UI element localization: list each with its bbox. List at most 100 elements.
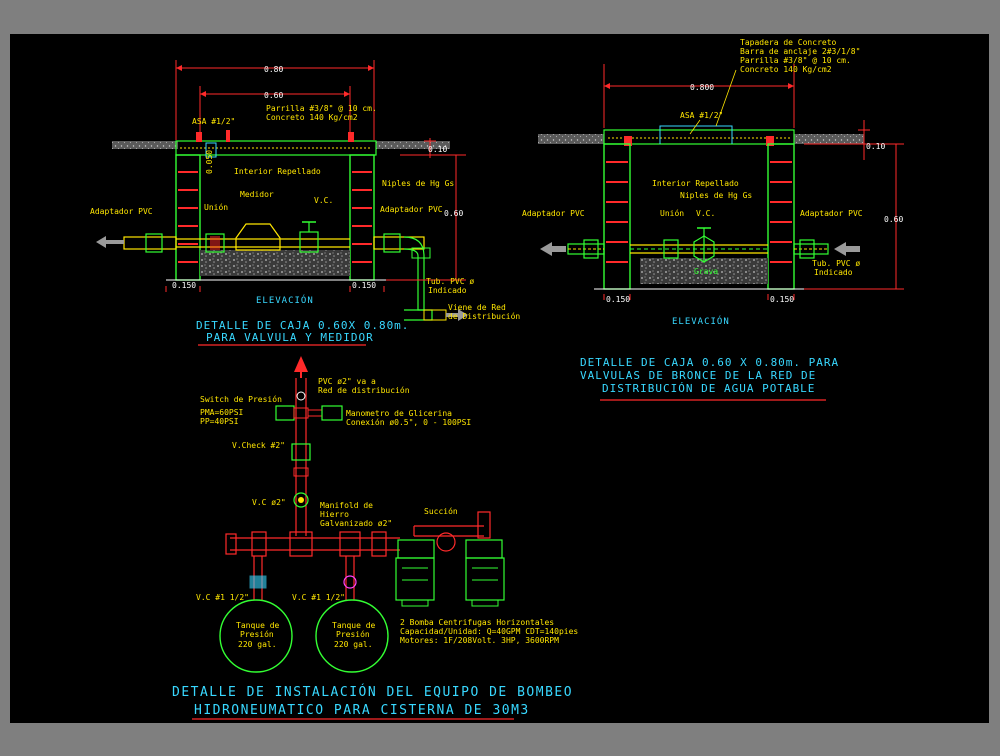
flow-arrow-out xyxy=(540,242,566,256)
view-label: ELEVACIÓN xyxy=(672,315,730,327)
label-grava: Grava xyxy=(694,267,718,276)
status-strip xyxy=(0,723,1000,751)
label-interior: Interior Repellado xyxy=(652,179,739,188)
label-medidor: Medidor xyxy=(240,190,274,199)
flow-arrow-in xyxy=(446,309,468,321)
title-line3: DISTRIBUCIÓN DE AGUA POTABLE xyxy=(602,382,815,395)
label-mano2: Conexión ø0.5", 0 - 100PSI xyxy=(346,417,471,427)
label-niples: Niples de Hg Gs xyxy=(382,179,454,188)
label-indicado: Indicado xyxy=(814,268,853,277)
label-asa: ASA #1/2" xyxy=(192,117,235,126)
label-indicado: Indicado xyxy=(428,286,467,295)
label-pvc-out2: Red de distribución xyxy=(318,385,410,395)
title-line2: HIDRONEUMATICO PARA CISTERNA DE 30M3 xyxy=(194,703,530,718)
label-pvc-out1: PVC ø2" va a xyxy=(318,377,376,386)
pressure-tank-2 xyxy=(315,599,389,673)
valve-tank-left xyxy=(249,575,267,589)
label-succion: Succión xyxy=(424,506,458,516)
check-valve xyxy=(291,443,311,461)
label-tub: Tub. PVC ø xyxy=(812,259,860,268)
label-vc: V.C. xyxy=(696,209,715,218)
label-union: Unión xyxy=(660,208,684,218)
label-vc-left: V.C #1 1/2" xyxy=(196,593,249,602)
detail-3-pumping-equipment: PVC ø2" va a Red de distribución Switch … xyxy=(172,356,578,720)
dim-inner: 0.60 xyxy=(264,91,283,100)
view-label: ELEVACIÓN xyxy=(256,294,314,306)
label-gs: 0.050 xyxy=(205,150,214,174)
lid-handle-left xyxy=(196,132,202,142)
label-pmax: PMA=60PSI xyxy=(200,408,244,417)
tank1-cap: 220 gal. xyxy=(238,640,277,649)
pressure-tank-1 xyxy=(219,599,293,673)
label-manif1: Manifold de xyxy=(320,501,373,510)
label-switch: Switch de Presión xyxy=(200,394,282,404)
title-line1: DETALLE DE CAJA 0.60 X 0.80m. PARA xyxy=(580,356,839,369)
pvc-adapter-left xyxy=(145,233,163,253)
dim-side: 0.10 xyxy=(428,145,447,154)
label-niples: Niples de Hg Gs xyxy=(680,191,752,200)
flow-arrow-in xyxy=(834,242,860,256)
bronze-valve xyxy=(693,234,715,264)
tank2-title: Tanque de xyxy=(332,621,376,630)
dim-base-left: 0.150 xyxy=(606,295,630,304)
label-tub: Tub. PVC ø xyxy=(426,277,474,286)
label-union: Unión xyxy=(204,202,228,212)
label-pump1: 2 Bomba Centrifugas Horizontales xyxy=(400,618,554,627)
detail-2-box-bronze-valves: 0.800 0.10 0.60 0.150 0.150 Tapadera de … xyxy=(522,38,904,401)
dim-total: 0.800 xyxy=(690,83,714,92)
ground-right xyxy=(376,141,450,149)
tank2-sub: Presión xyxy=(336,629,370,639)
label-pump2: Capacidad/Unidad: Q=40GPM CDT=140pies xyxy=(400,627,578,636)
label-barra: Barra de anclaje 2#3/1/8" xyxy=(740,47,860,56)
label-tapadera: Tapadera de Concreto xyxy=(740,38,837,47)
label-vc: V.C. xyxy=(314,196,333,205)
lid-handle-right xyxy=(348,132,354,142)
pvc-adapter-left xyxy=(583,239,599,259)
dim-side: 0.10 xyxy=(866,142,885,151)
label-viene1: Viene de Red xyxy=(448,303,506,312)
water-meter xyxy=(235,223,281,251)
label-parrilla: Parrilla #3/8" @ 10 cm. xyxy=(266,104,377,113)
gravel-base xyxy=(200,250,350,276)
dim-height: 0.60 xyxy=(884,215,903,224)
manifold-tee xyxy=(289,531,313,557)
label-manif2: Hierro xyxy=(320,510,349,519)
tank2-cap: 220 gal. xyxy=(334,640,373,649)
title-line2: PARA VALVULA Y MEDIDOR xyxy=(206,331,374,344)
title-line1: DETALLE DE INSTALACIÓN DEL EQUIPO DE BOM… xyxy=(172,684,573,700)
tank1-sub: Presión xyxy=(240,629,274,639)
label-pump3: Motores: 1F/208Volt. 3HP, 3600RPM xyxy=(400,636,559,645)
dim-base-right: 0.150 xyxy=(770,295,794,304)
detail-1-box-valve-meter: 0.80 0.60 0.10 0.60 0.150 0.150 ASA #1/2… xyxy=(90,60,520,346)
union-fitting xyxy=(205,233,225,253)
label-vcheck: V.Check #2" xyxy=(232,441,285,450)
label-concreto: Concreto 140 Kg/cm2 xyxy=(266,113,358,122)
label-concreto: Concreto 140 Kg/cm2 xyxy=(740,65,832,74)
label-asa: ASA #1/2" xyxy=(680,111,723,120)
union-fitting xyxy=(663,239,679,259)
dim-base-left: 0.150 xyxy=(172,281,196,290)
label-vc-main: V.C ø2" xyxy=(252,498,286,507)
dim-height: 0.60 xyxy=(444,209,463,218)
arrow-up xyxy=(294,356,308,372)
label-adapt-right: Adaptador PVC xyxy=(380,205,443,214)
label-interior: Interior Repellado xyxy=(234,167,321,176)
label-adapt-right: Adaptador PVC xyxy=(800,209,863,218)
valve-tank-mid xyxy=(343,575,357,589)
ground-left xyxy=(112,141,178,149)
dim-total: 0.80 xyxy=(264,65,283,74)
dim-base-right: 0.150 xyxy=(352,281,376,290)
title-line1: DETALLE DE CAJA 0.60X 0.80m. xyxy=(196,319,409,332)
pvc-adapter-right xyxy=(383,233,401,253)
pipe-right-inlet xyxy=(373,236,425,250)
label-adapt-left: Adaptador PVC xyxy=(522,209,585,218)
label-viene2: de Distribución xyxy=(448,311,520,321)
label-pmin: PP=40PSI xyxy=(200,417,239,426)
label-vc-mid: V.C #1 1/2" xyxy=(292,593,345,602)
flow-arrow-out xyxy=(96,236,124,248)
title-line2: VALVULAS DE BRONCE DE LA RED DE xyxy=(580,369,816,382)
label-adapt-left: Adaptador PVC xyxy=(90,207,153,216)
concrete-lid xyxy=(603,129,795,145)
